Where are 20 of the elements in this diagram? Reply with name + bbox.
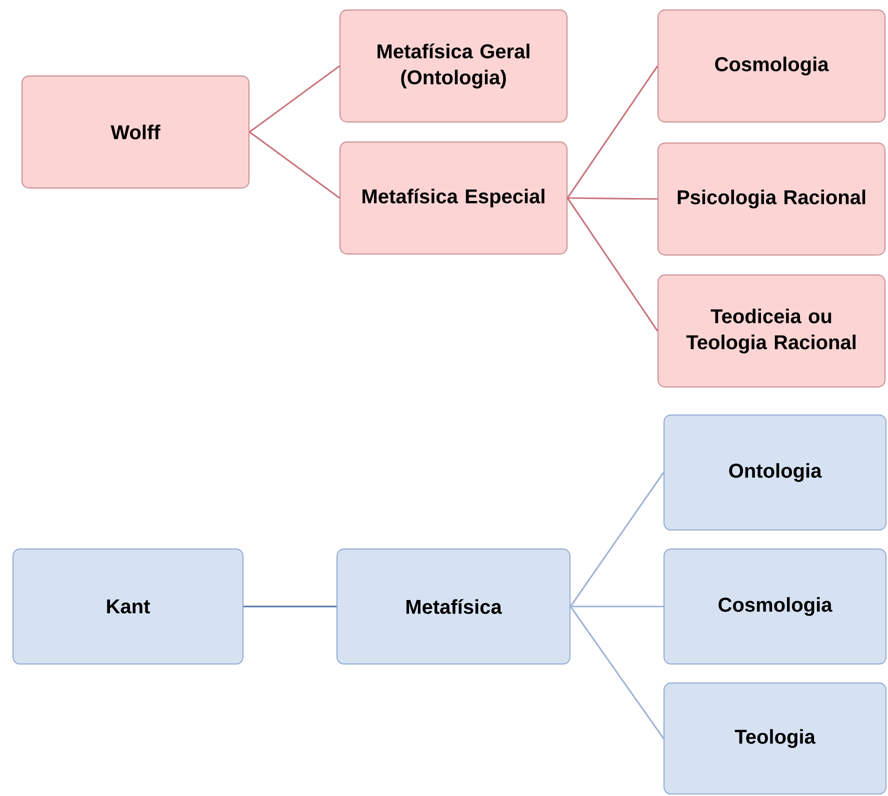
box: Metafísica [336, 548, 570, 664]
box: Cosmologia [664, 548, 886, 664]
connector-line [570, 606, 664, 739]
box: Teodiceia ou Teologia Racional [658, 274, 886, 388]
connector-line [249, 131, 340, 199]
box: Teologia [664, 682, 886, 794]
box: Psicologia Racional [658, 142, 886, 256]
box: Kant [12, 548, 244, 664]
box: Metafísica Especial [340, 142, 568, 254]
connector-line [570, 606, 664, 608]
box: Wolff [22, 76, 250, 188]
connector-line [249, 65, 340, 133]
connector-line [566, 198, 658, 332]
connector-line [568, 197, 658, 200]
box: Metafísica Geral (Ontologia) [340, 10, 568, 122]
connector-line [244, 606, 336, 608]
connector-line [566, 66, 658, 198]
box: Ontologia [664, 414, 886, 530]
box: Cosmologia [658, 10, 886, 122]
connector-line [570, 472, 664, 607]
